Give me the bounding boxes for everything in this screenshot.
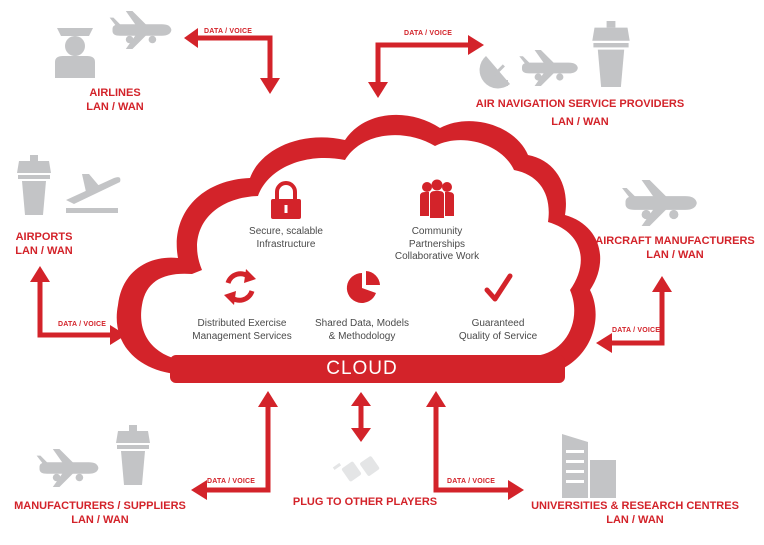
node-name: UNIVERSITIES & RESEARCH CENTRES xyxy=(531,500,739,512)
cloud-band xyxy=(170,355,565,383)
feature-community: Community Partnerships Collaborative Wor… xyxy=(382,226,492,264)
cloud-inner xyxy=(141,135,581,362)
node-network: LAN / WAN xyxy=(71,514,129,526)
node-name: AIRCRAFT MANUFACTURERS xyxy=(595,235,755,247)
plane-departure-icon xyxy=(66,174,121,213)
node-name: MANUFACTURERS / SUPPLIERS xyxy=(14,500,186,512)
feature-line: Collaborative Work xyxy=(394,251,480,262)
padlock-icon xyxy=(271,181,301,219)
ansp-label: AIR NAVIGATION SERVICE PROVIDERS LAN / W… xyxy=(470,97,690,129)
arrow-ansp xyxy=(375,42,470,85)
node-name: PLUG TO OTHER PLAYERS xyxy=(292,496,438,508)
feature-line: Secure, scalable xyxy=(249,226,323,237)
airplane-icon xyxy=(36,449,99,487)
data-voice-label: DATA / VOICE xyxy=(404,30,453,37)
people-icon xyxy=(420,179,454,218)
feature-quality: Guaranteed Quality of Service xyxy=(446,318,550,343)
pie-chart-icon xyxy=(346,271,380,303)
arrow-airports xyxy=(37,280,112,338)
arrow-universities xyxy=(433,405,510,493)
plug-icon xyxy=(332,456,380,482)
feature-line: Quality of Service xyxy=(458,330,538,342)
feature-line: Guaranteed xyxy=(471,318,525,329)
node-network: LAN / WAN xyxy=(86,101,144,113)
refresh-icon xyxy=(224,269,256,305)
node-name: AIRLINES xyxy=(89,87,141,99)
node-network: LAN / WAN xyxy=(551,116,609,128)
node-network: LAN / WAN xyxy=(15,245,73,257)
feature-shared-data: Shared Data, Models & Methodology xyxy=(306,318,418,343)
airplane-icon xyxy=(622,180,697,226)
arrow-airlines xyxy=(196,35,273,80)
node-network: LAN / WAN xyxy=(606,514,664,526)
control-tower-icon xyxy=(17,155,51,215)
building-icon xyxy=(562,434,616,498)
data-voice-label: DATA / VOICE xyxy=(447,478,496,485)
control-tower-icon xyxy=(592,21,630,87)
feature-line: Shared Data, Models xyxy=(315,318,409,329)
data-voice-label: DATA / VOICE xyxy=(58,321,107,328)
cloud-label: CLOUD xyxy=(326,358,398,379)
node-network: LAN / WAN xyxy=(646,249,704,261)
arrow-suppliers xyxy=(205,405,271,493)
airlines-label: AIRLINES LAN / WAN xyxy=(60,86,170,114)
satellite-dish-icon xyxy=(479,56,510,89)
universities-label: UNIVERSITIES & RESEARCH CENTRES LAN / WA… xyxy=(524,499,746,527)
feature-infrastructure: Secure, scalable Infrastructure xyxy=(236,226,336,251)
airports-label: AIRPORTS LAN / WAN xyxy=(4,230,84,258)
feature-exercise: Distributed Exercise Management Services xyxy=(182,318,302,343)
feature-line: Distributed Exercise xyxy=(197,318,287,329)
feature-line: Infrastructure xyxy=(256,238,316,250)
data-voice-label: DATA / VOICE xyxy=(207,478,256,485)
feature-line: Management Services xyxy=(192,330,292,342)
aircraft-manufacturers-label: AIRCRAFT MANUFACTURERS LAN / WAN xyxy=(590,234,760,262)
data-voice-label: DATA / VOICE xyxy=(612,327,661,334)
plug-label: PLUG TO OTHER PLAYERS xyxy=(270,495,460,509)
arrow-aircraft xyxy=(610,290,665,346)
data-voice-label: DATA / VOICE xyxy=(204,28,253,35)
manufacturers-suppliers-label: MANUFACTURERS / SUPPLIERS LAN / WAN xyxy=(10,499,190,527)
airplane-icon xyxy=(109,10,172,49)
feature-line: & Methodology xyxy=(328,330,396,342)
control-tower-icon xyxy=(116,425,150,485)
feature-line: Partnerships xyxy=(408,238,466,250)
pilot-icon xyxy=(55,28,95,78)
feature-line: Community xyxy=(411,226,463,237)
node-name: AIR NAVIGATION SERVICE PROVIDERS xyxy=(475,98,685,110)
node-name: AIRPORTS xyxy=(15,231,73,243)
airplane-icon xyxy=(519,50,578,86)
checkmark-icon xyxy=(484,273,513,302)
